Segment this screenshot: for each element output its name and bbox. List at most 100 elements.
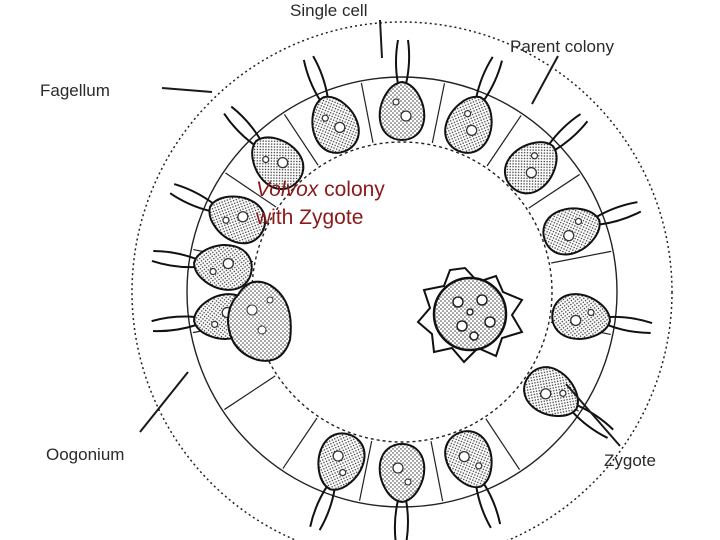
flagellum bbox=[302, 59, 322, 102]
nucleus bbox=[334, 121, 346, 134]
flagellum bbox=[607, 323, 651, 334]
flagellum bbox=[571, 410, 609, 439]
label-oogonium: Oogonium bbox=[46, 445, 124, 464]
caption-line-2: with Zygote bbox=[256, 206, 364, 229]
vegetative-cell bbox=[302, 55, 360, 154]
colony-ring bbox=[186, 76, 618, 508]
cell-body bbox=[523, 366, 579, 417]
oogonium-cell bbox=[226, 280, 292, 362]
vacuole bbox=[587, 308, 595, 317]
flagellum bbox=[173, 183, 215, 205]
vegetative-cell bbox=[169, 183, 267, 245]
label-parent-colony: Parent colony bbox=[510, 37, 614, 56]
flagellum bbox=[405, 39, 411, 85]
cell-body bbox=[504, 141, 558, 195]
colony-outer-wall bbox=[131, 21, 673, 540]
leader-zygote bbox=[565, 383, 621, 447]
nucleus bbox=[392, 462, 404, 474]
peripheral-cells bbox=[151, 39, 653, 540]
label-single-cell: Single cell bbox=[290, 1, 368, 20]
caption-genus: Volvox bbox=[256, 178, 319, 201]
flagellum bbox=[608, 315, 653, 325]
vacuole bbox=[262, 155, 270, 164]
cell-body bbox=[444, 430, 493, 489]
nucleus bbox=[222, 257, 234, 270]
vegetative-cell bbox=[223, 105, 305, 190]
flagellum bbox=[309, 485, 328, 527]
flagellum bbox=[482, 482, 502, 525]
nucleus bbox=[525, 166, 538, 179]
nucleus bbox=[276, 156, 289, 169]
flagellum bbox=[393, 499, 399, 540]
flagellum bbox=[395, 39, 399, 85]
leader-parent-colony bbox=[531, 55, 559, 105]
vacuole bbox=[392, 98, 400, 106]
vacuole bbox=[574, 217, 583, 226]
flagellum bbox=[151, 259, 196, 269]
vacuole bbox=[339, 468, 347, 477]
vegetative-cell bbox=[444, 430, 502, 529]
vegetative-cell bbox=[378, 39, 426, 142]
flagellum bbox=[152, 323, 197, 333]
cell-body bbox=[317, 432, 366, 491]
vacuole bbox=[321, 114, 329, 122]
flagellum bbox=[151, 315, 196, 323]
flagellum bbox=[312, 55, 329, 98]
cell-body bbox=[378, 80, 426, 142]
label-flagellum: Fagellum bbox=[40, 81, 110, 100]
vacuole bbox=[464, 110, 472, 118]
vacuole bbox=[404, 478, 412, 486]
cell-body bbox=[444, 95, 493, 154]
vegetative-cell bbox=[378, 442, 426, 540]
flagellum bbox=[475, 56, 494, 98]
flagellum bbox=[548, 113, 582, 146]
flagellum bbox=[169, 192, 211, 213]
nucleus bbox=[466, 124, 478, 137]
cell-body bbox=[542, 207, 601, 256]
caption-line-1: Volvox colony bbox=[256, 176, 385, 204]
leader-oogonium bbox=[139, 371, 189, 433]
flagellum bbox=[230, 105, 262, 141]
cell-body bbox=[208, 195, 267, 245]
flagellum bbox=[482, 60, 503, 102]
caption: Volvox colony with Zygote bbox=[256, 176, 385, 232]
leader-single-cell bbox=[379, 19, 383, 59]
vegetative-cell bbox=[151, 244, 253, 291]
flagellum bbox=[405, 499, 409, 540]
flagellum bbox=[553, 120, 589, 152]
vacuole bbox=[530, 152, 539, 160]
vegetative-cell bbox=[444, 56, 503, 154]
flagellum bbox=[318, 488, 336, 531]
flagellum bbox=[223, 112, 256, 146]
caption-line-1-rest: colony bbox=[318, 178, 385, 201]
vacuole bbox=[222, 216, 230, 224]
nucleus bbox=[400, 110, 412, 122]
flagellum bbox=[475, 486, 492, 529]
label-zygote: Zygote bbox=[604, 451, 656, 470]
vegetative-cell bbox=[542, 201, 642, 256]
flagellum bbox=[576, 404, 614, 431]
cell-partitions bbox=[192, 82, 612, 502]
vacuole bbox=[209, 267, 217, 276]
vacuole bbox=[211, 320, 219, 328]
cell-body bbox=[551, 293, 611, 340]
nucleus bbox=[563, 229, 575, 242]
nucleus bbox=[332, 450, 344, 462]
nucleus bbox=[237, 211, 249, 223]
vegetative-cell bbox=[551, 293, 653, 340]
nucleus bbox=[570, 314, 582, 327]
leader-flagellum bbox=[161, 87, 213, 93]
vegetative-cell bbox=[504, 113, 589, 195]
cell-body bbox=[193, 244, 253, 291]
flagellum bbox=[153, 250, 197, 261]
zygote-cell bbox=[416, 266, 524, 364]
nucleus bbox=[458, 450, 470, 463]
vacuole bbox=[559, 389, 567, 397]
vegetative-cell bbox=[309, 432, 366, 531]
colony-inner-wall bbox=[251, 141, 553, 443]
vacuole bbox=[475, 462, 483, 470]
vegetative-cell bbox=[523, 366, 614, 439]
flagellum bbox=[598, 210, 642, 226]
cell-body bbox=[378, 442, 426, 504]
